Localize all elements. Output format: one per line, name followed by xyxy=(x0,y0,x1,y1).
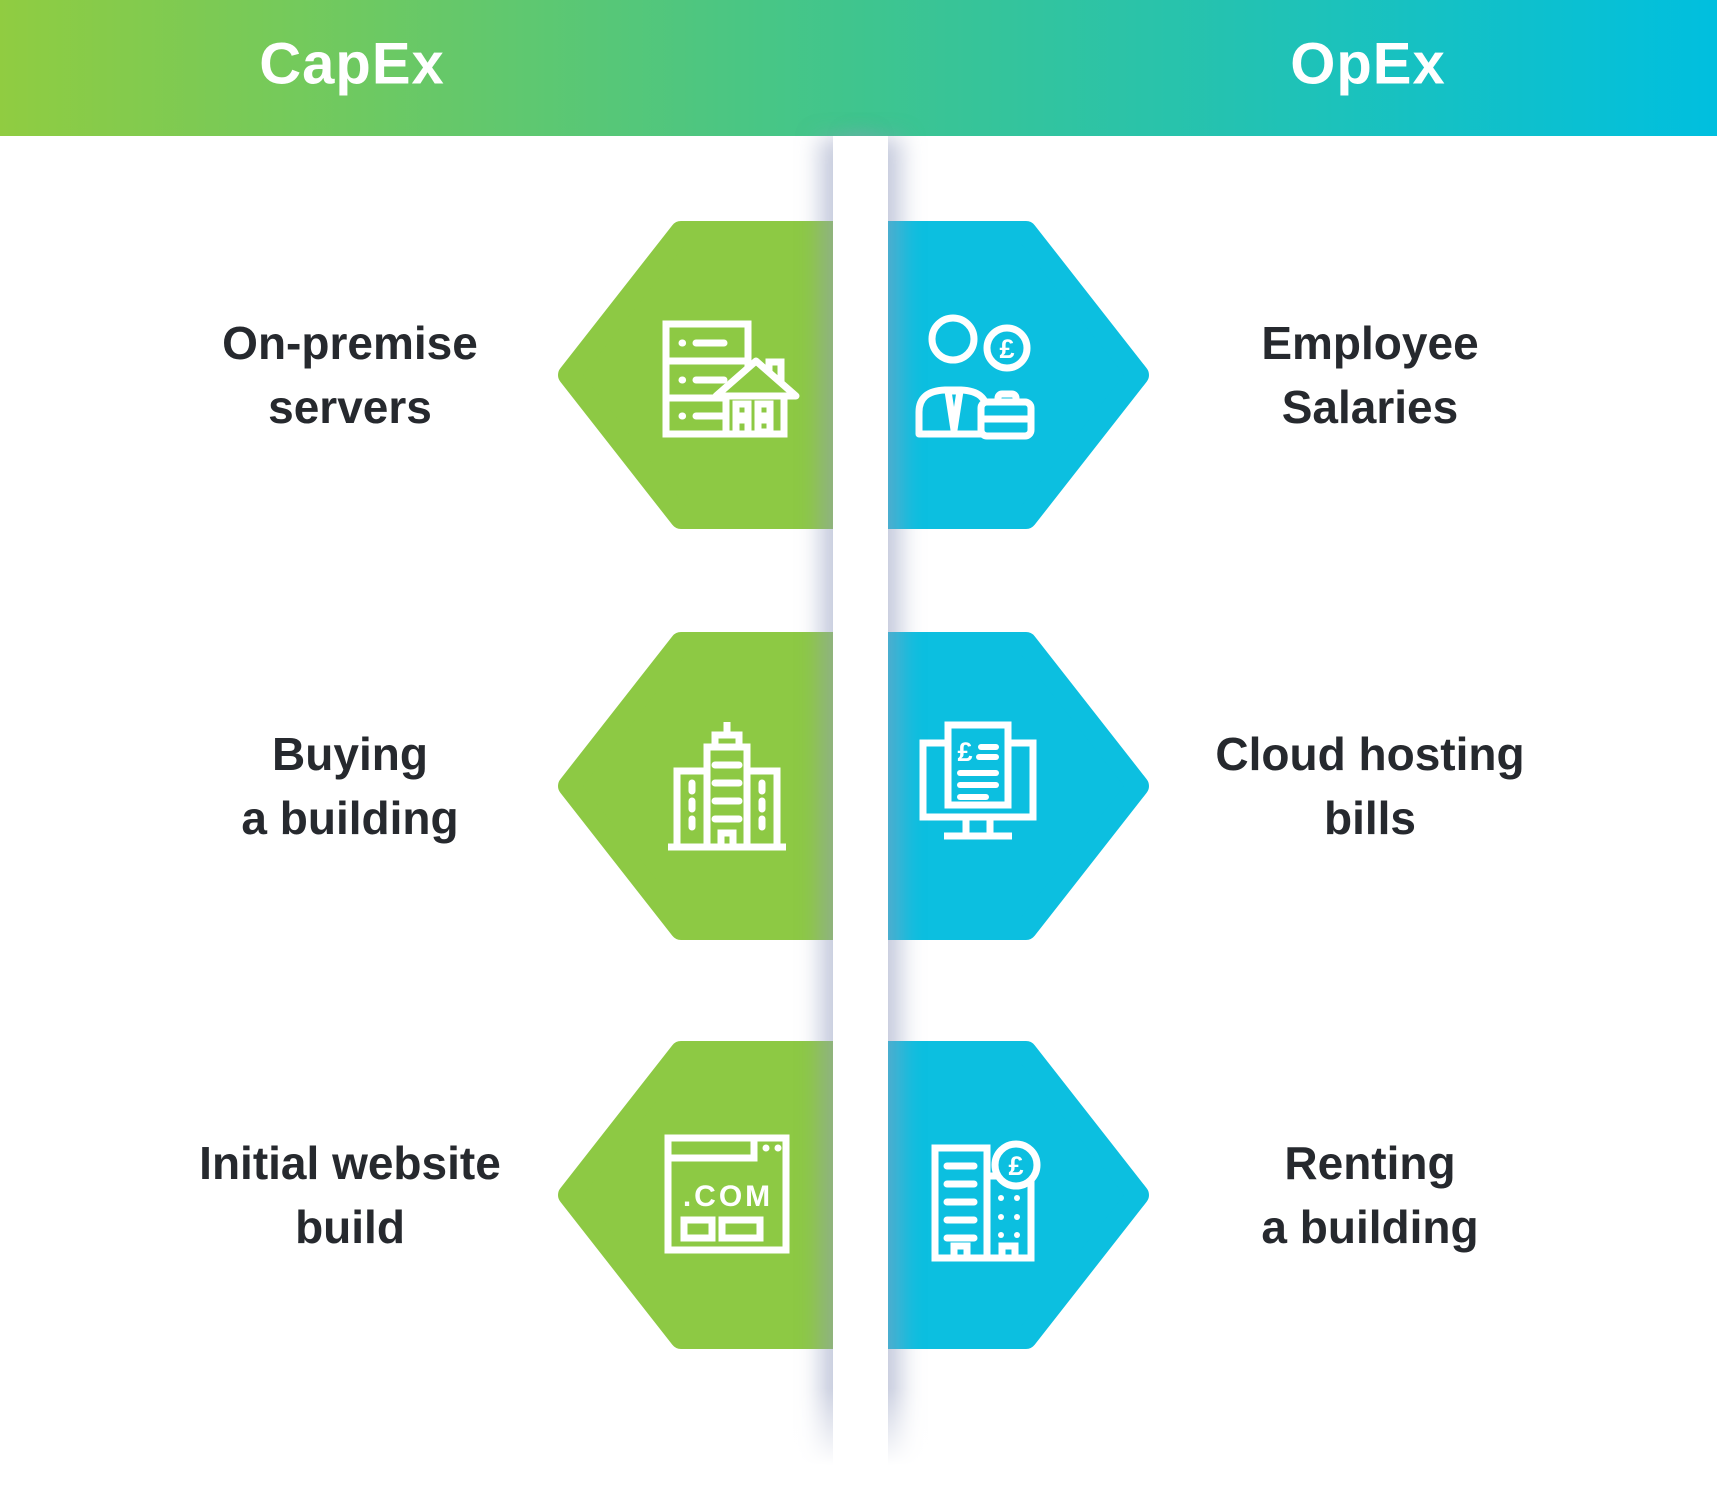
capex-hexagon-row2 xyxy=(558,632,837,940)
svg-text:.COM: .COM xyxy=(683,1180,773,1213)
header-gradient-bar: CapEx OpEx xyxy=(0,0,1717,136)
svg-text:£: £ xyxy=(999,334,1014,364)
capex-hexagon-row3 xyxy=(558,1041,837,1349)
center-divider xyxy=(833,136,888,1487)
on-premise-servers-icon xyxy=(662,320,800,438)
capex-header-label: CapEx xyxy=(259,31,445,97)
opex-header-label: OpEx xyxy=(1290,31,1446,97)
buying-building-icon xyxy=(668,722,786,851)
initial-website-build-icon: .COM xyxy=(664,1134,790,1254)
capex-hexagon-row1 xyxy=(558,221,837,529)
employee-salaries-icon: £ xyxy=(915,314,1035,440)
svg-text:£: £ xyxy=(1008,1151,1023,1181)
cloud-hosting-bills-icon: £ xyxy=(919,721,1037,840)
svg-text:£: £ xyxy=(957,737,972,767)
renting-building-icon: £ xyxy=(931,1140,1041,1262)
opex-hexagon-row1 xyxy=(880,221,1149,529)
divider-bottom-fade xyxy=(755,1388,965,1487)
